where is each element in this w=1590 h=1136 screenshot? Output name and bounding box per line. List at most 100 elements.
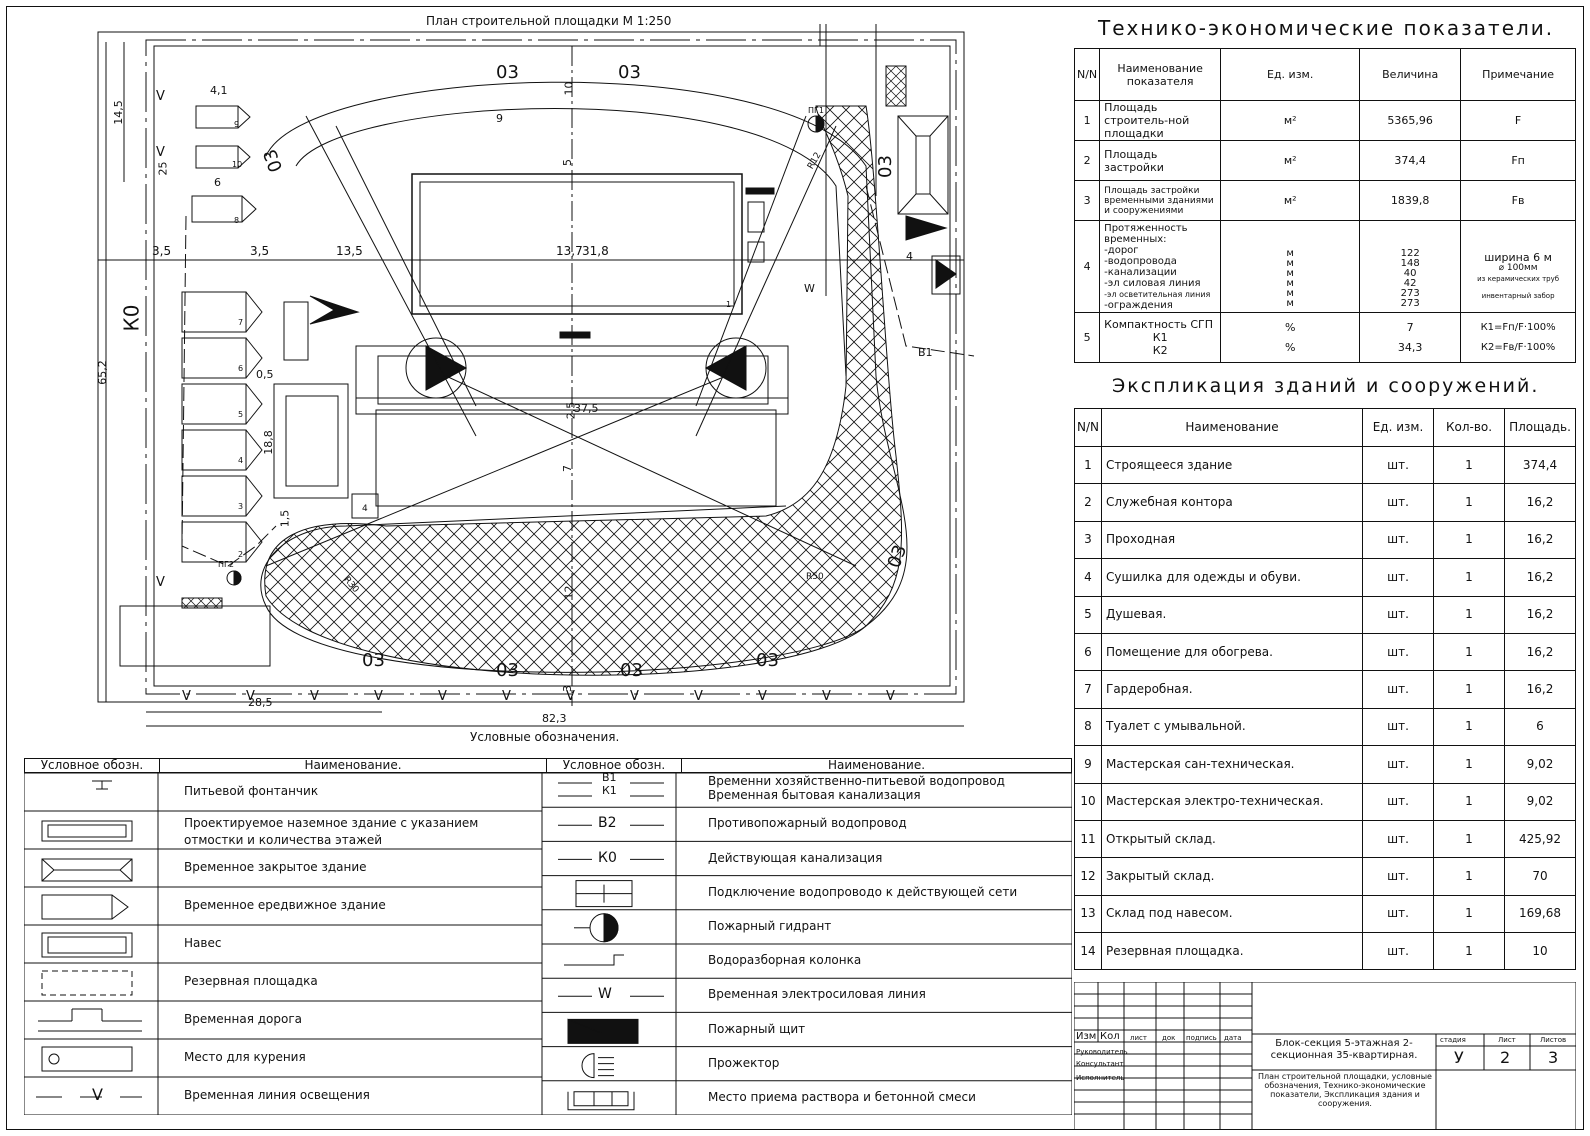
tep-table: N/N Наименование показателя Ед. изм. Вел… (1073, 48, 1576, 363)
svg-text:V: V (156, 89, 165, 104)
stamp-col-label: Кол (1100, 1031, 1120, 1042)
tep-line: % (1284, 340, 1296, 354)
road-label-o3: 03 (618, 62, 641, 83)
dim-12: 12 (562, 585, 576, 600)
expl-cell-qty: 1 (1433, 445, 1505, 485)
expl-cell-qty: 1 (1433, 894, 1505, 934)
legend-item-name: Проектируемое наземное здание с указание… (184, 816, 479, 847)
stamp-sheet-label: Лист (1498, 1036, 1516, 1044)
expl-cell-name: Служебная контора (1101, 483, 1363, 522)
expl-cell-n: 5 (1074, 595, 1102, 634)
dim-82-3: 82,3 (542, 712, 567, 725)
expl-cell-name: Открытый склад. (1101, 819, 1363, 859)
expl-cell-name: Резервная площадка. (1101, 932, 1363, 971)
expl-cell-qty: 1 (1433, 558, 1505, 597)
tep-row: 5 Компактность СГП К1 К2 % % 7 34,3 К1=F… (1073, 312, 1576, 363)
tep-line: Компактность СГП (1104, 318, 1214, 331)
legend-item-name: Питьевой фонтанчик (184, 784, 319, 798)
stamp-role: Руководитель (1076, 1048, 1128, 1056)
expl-cell-n: 8 (1074, 707, 1102, 747)
tep-line: К2=Fв/F·100% (1480, 341, 1556, 353)
tep-row: 2 Площадь застройки м² 374,4 Fп (1073, 140, 1576, 181)
fire-shield-icon (567, 1018, 639, 1044)
building-number: 10 (232, 160, 243, 169)
expl-header: N/N (1074, 408, 1102, 447)
dim-31-8: 31,8 (582, 244, 609, 258)
tep-line: -эл осветительная линия (1104, 289, 1211, 299)
expl-cell-area: 70 (1504, 857, 1576, 896)
tep-header: Наименование показателя (1099, 48, 1222, 101)
expl-cell-n: 14 (1074, 932, 1102, 971)
expl-cell-qty: 1 (1433, 782, 1505, 821)
legend-item-name: Действующая канализация (708, 850, 883, 865)
legend-line-symbol: К1 (602, 784, 617, 797)
expl-cell-n: 3 (1074, 520, 1102, 560)
legend-header: Наименование. (159, 758, 547, 773)
drawing-sheet-frame (6, 6, 1584, 1130)
legend-grid (24, 773, 1072, 1115)
svg-text:V: V (886, 689, 895, 704)
dim-7: 7 (561, 465, 574, 472)
expl-cell-area: 16,2 (1504, 670, 1576, 709)
tep-cell-value: 7 34,3 (1359, 312, 1462, 363)
svg-text:V: V (758, 689, 767, 704)
expl-cell-n: 9 (1074, 745, 1102, 784)
site-plan-drawing: VVV VVV VVV VVV VVV (97, 24, 975, 727)
tep-cell-n: 4 (1073, 220, 1101, 313)
fire-hydrant-icon (574, 913, 619, 943)
tep-cell-name: Протяженность временных: -дорог -водопро… (1099, 220, 1222, 313)
expl-cell-n: 4 (1074, 558, 1102, 597)
expl-cell-n: 7 (1074, 670, 1102, 709)
building-number: 4 (362, 504, 368, 514)
dim-4: 4 (906, 250, 913, 263)
tep-row: 1 Площадь строитель-ной площадки м² 5365… (1073, 100, 1576, 141)
expl-cell-unit: шт. (1362, 707, 1434, 747)
dim-13-5: 13,5 (336, 244, 363, 258)
legend-line-symbol: W (598, 986, 612, 1003)
expl-cell-name: Сушилка для одежды и обуви. (1101, 558, 1363, 597)
line-symbol-icon (558, 782, 664, 797)
building-number: 7 (928, 224, 934, 234)
expl-cell-unit: шт. (1362, 445, 1434, 485)
expl-cell-unit: шт. (1362, 558, 1434, 597)
water-label-b1: В1 (918, 346, 933, 359)
tep-line: временных: (1104, 233, 1167, 245)
stamp-role: Консультант (1076, 1060, 1124, 1068)
road-label-o3: 03 (874, 155, 896, 178)
title-block: Изм Кол лист док подпись дата Руководите… (1074, 982, 1576, 1130)
expl-cell-name: Мастерская сан-техническая. (1101, 745, 1363, 784)
legend-item-name: Временная бытовая канализация (708, 788, 921, 802)
water-connection-icon (575, 880, 633, 908)
tep-line: м (1286, 267, 1294, 279)
stamp-project: Блок-секция 5-этажная 2-секционная 35-кв… (1270, 1038, 1418, 1061)
dim-13-7: 13,7 (556, 244, 583, 258)
expl-cell-qty: 1 (1433, 932, 1505, 971)
expl-cell-n: 1 (1074, 445, 1102, 485)
expl-cell-unit: шт. (1362, 632, 1434, 672)
tep-line: 42 (1403, 277, 1417, 289)
expl-cell-qty: 1 (1433, 707, 1505, 747)
tep-cell-n: 2 (1073, 140, 1101, 181)
expl-cell-name: Мастерская электро-техническая. (1101, 782, 1363, 821)
tep-line: 273 (1400, 297, 1420, 309)
tep-cell-note: К1=Fп/F·100% К2=Fв/F·100% (1460, 312, 1576, 363)
stamp-col-label: лист (1130, 1034, 1147, 1042)
expl-cell-name: Проходная (1101, 520, 1363, 560)
tep-line: м (1286, 287, 1294, 299)
tep-header: Примечание (1460, 48, 1576, 101)
tep-line: ⌀ 100мм (1498, 262, 1538, 273)
legend-line-symbol: К0 (598, 849, 617, 866)
building-number: 4 (238, 456, 244, 465)
legend-line-symbol: В2 (598, 815, 617, 832)
tep-line: ширина 6 м (1484, 250, 1552, 264)
tep-header: Величина (1359, 48, 1462, 101)
tep-line: -эл силовая линия (1104, 277, 1201, 289)
